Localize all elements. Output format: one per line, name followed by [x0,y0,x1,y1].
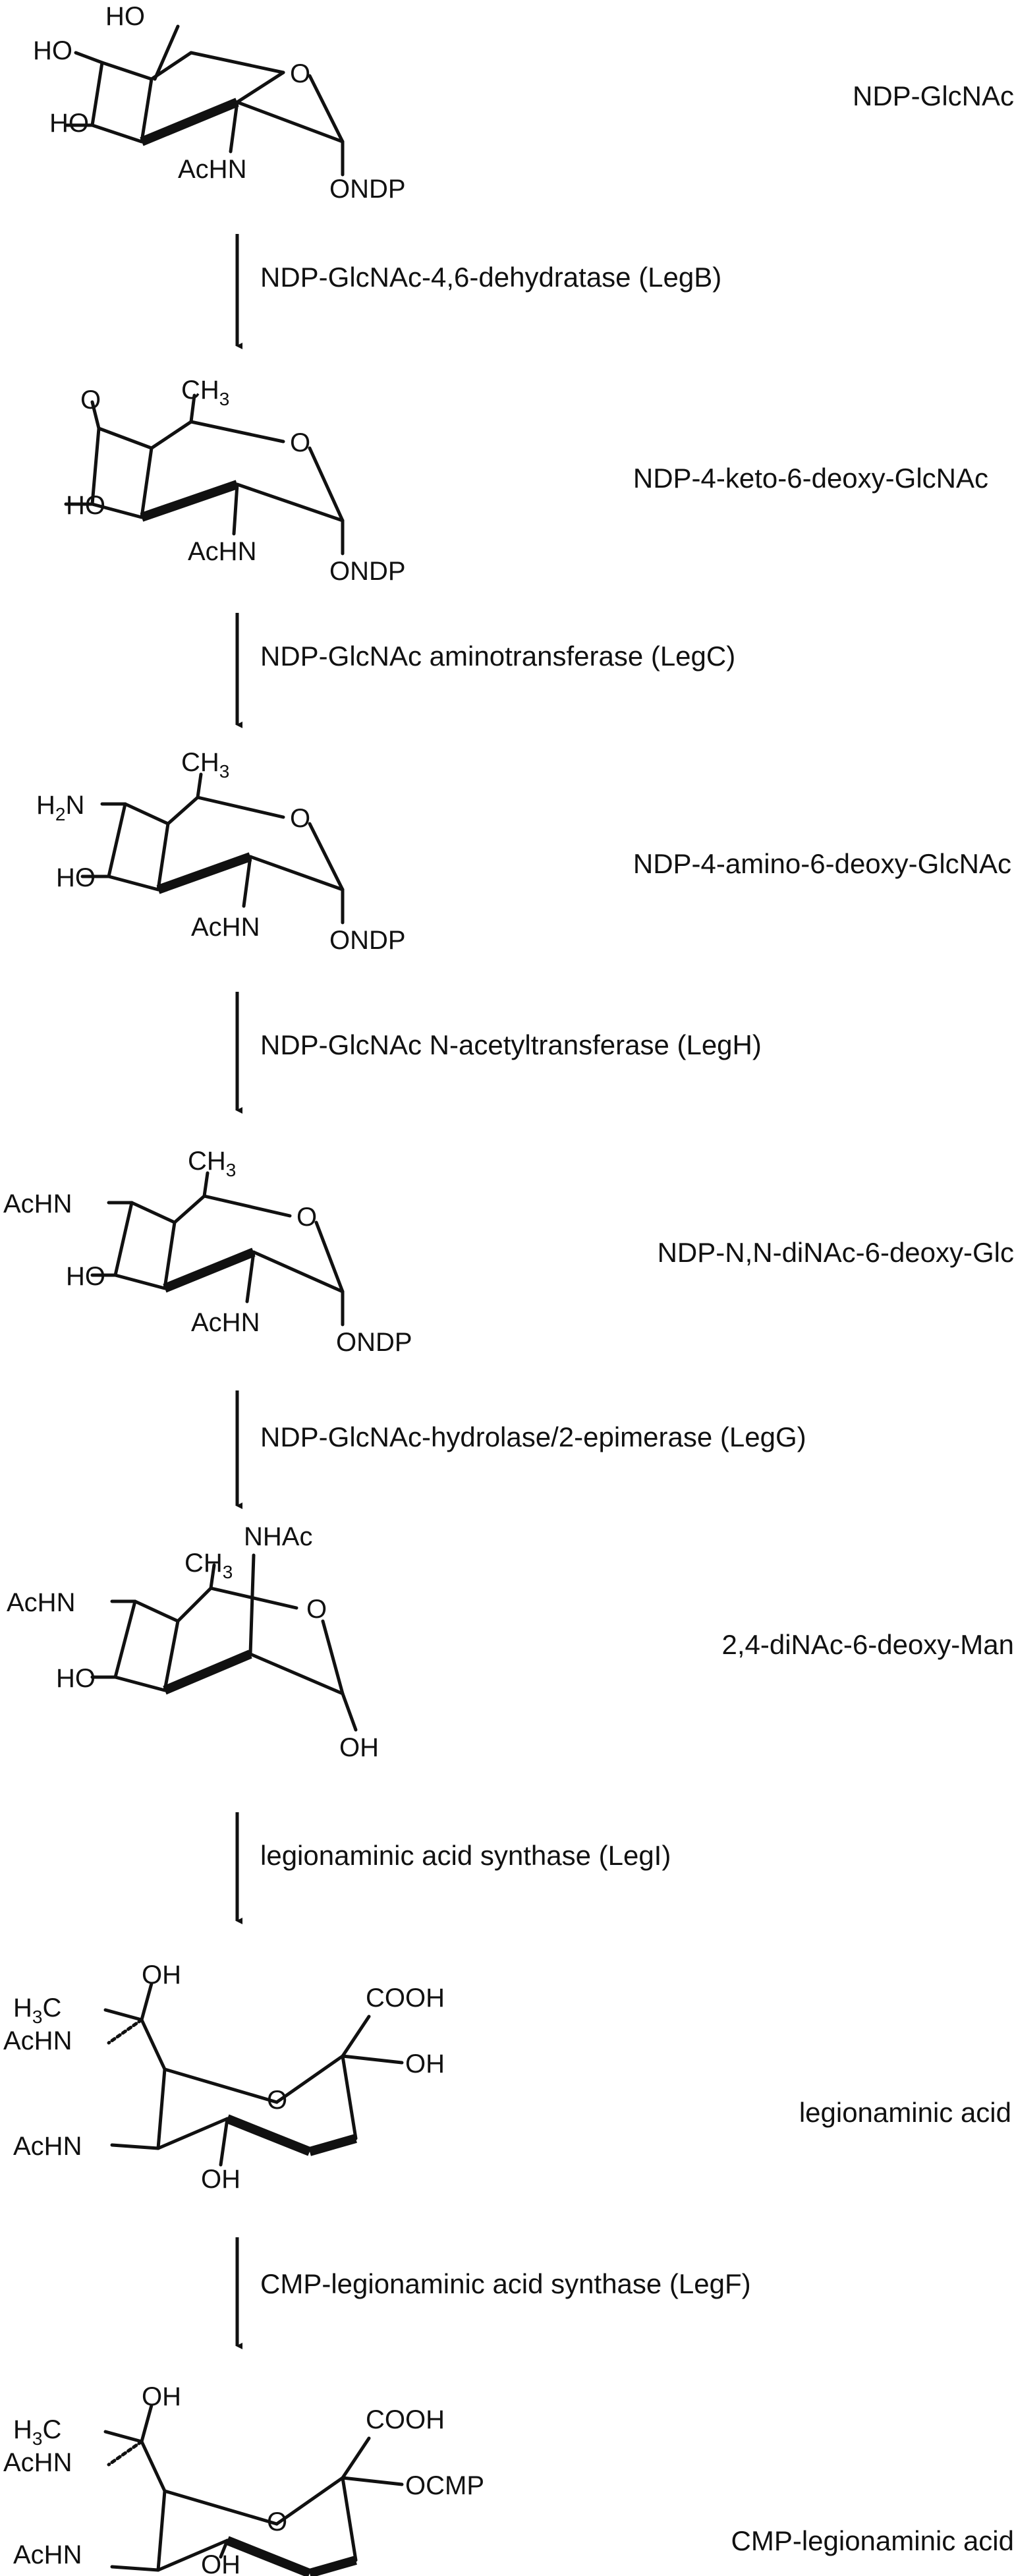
subscript-label: 3 [226,1160,237,1180]
reaction-arrow: NDP-GlcNAc-hydrolase/2-epimerase (LegG) [235,1390,806,1509]
ring-oxygen-label: O [267,2507,287,2536]
atom-label: OH [142,1961,181,1989]
atom-label: AcHN [13,2540,82,2569]
atom-label-ch: CH [181,748,219,777]
atom-label-n: N [65,791,84,820]
atom-label: OH [142,2382,181,2411]
atom-label: H2N [36,791,84,824]
atom-label-h: H [36,791,55,820]
reaction-arrow: NDP-GlcNAc N-acetyltransferase (LegH) [235,992,762,1114]
compound-name-2-4-dinac-6-deoxy-man: 2,4-diNAc-6-deoxy-Man [721,1629,1014,1660]
atom-label-c: C [42,2415,61,2444]
atom-label: NHAc [244,1522,312,1551]
atom-label-c: C [42,1993,61,2022]
atom-label-ch: CH [181,376,219,405]
atom-label: AcHN [13,2132,82,2161]
atom-label: ONDP [329,175,406,204]
structure-ndp-4-amino-6-deoxy-glcnac: CH3 H2N HO AcHN ONDP O NDP-4-amino-6-deo… [36,748,1011,955]
ring-oxygen-label: O [267,2086,287,2115]
structure-2-4-dinac-6-deoxy-man: CH3 NHAc AcHN HO OH O 2,4-diNAc-6-deoxy-… [7,1522,1014,1762]
subscript-label: 3 [32,2007,43,2027]
compound-name-ndp-nn-dinac-6-deoxy-glc: NDP-N,N-diNAc-6-deoxy-Glc [658,1237,1014,1268]
atom-label: COOH [366,2405,445,2434]
structure-cmp-legionaminic-acid: OH H3C AcHN AcHN OH COOH OCMP O CMP-legi… [3,2382,1014,2576]
ring-oxygen-label: O [296,1203,317,1232]
atom-label: HO [66,491,105,520]
atom-label: CH3 [184,1549,233,1582]
atom-label: OH [339,1733,379,1762]
atom-label: OH [201,2550,240,2576]
atom-label: AcHN [7,1588,75,1617]
structure-ndp-nn-dinac-6-deoxy-glc: CH3 AcHN HO AcHN ONDP O NDP-N,N-diNAc-6-… [3,1147,1014,1357]
atom-label: H3C [13,2415,61,2449]
reaction-arrow: CMP-legionaminic acid synthase (LegF) [235,2237,751,2349]
atom-label: COOH [366,1984,445,2013]
atom-label: CH3 [188,1147,236,1180]
compound-name-cmp-legionaminic-acid: CMP-legionaminic acid [731,2525,1014,2556]
subscript-label: 3 [32,2428,43,2449]
reaction-arrow: NDP-GlcNAc-4,6-dehydratase (LegB) [235,234,721,349]
atom-label-h: H [13,1993,32,2022]
atom-label-ch: CH [184,1549,223,1578]
atom-label: HO [33,36,72,65]
atom-label: HO [56,1664,96,1693]
atom-label: HO [56,863,96,892]
atom-label: ONDP [329,557,406,586]
atom-label: H3C [13,1993,61,2027]
enzyme-label-legh: NDP-GlcNAc N-acetyltransferase (LegH) [260,1029,762,1060]
atom-label: AcHN [3,2448,72,2477]
atom-label: HO [49,109,89,138]
ring-oxygen-label: O [290,428,310,457]
atom-label: CH3 [181,748,229,782]
atom-label-h: H [13,2415,32,2444]
atom-label: AcHN [191,1308,260,1337]
enzyme-label-legb: NDP-GlcNAc-4,6-dehydratase (LegB) [260,262,721,293]
subscript-label: 3 [219,389,230,409]
atom-label-ch: CH [188,1147,226,1176]
structure-legionaminic-acid: OH H3C AcHN AcHN OH COOH OH O legionamin… [3,1961,1011,2194]
structure-ndp-4-keto-6-deoxy-glcnac: CH3 O HO AcHN ONDP O NDP-4-keto-6-deoxy-… [64,376,988,586]
ring-oxygen-label: O [290,804,310,833]
atom-label: OH [405,2049,445,2078]
atom-label: AcHN [3,2026,72,2055]
atom-label: AcHN [178,155,246,184]
ring-oxygen-label: O [290,59,310,88]
enzyme-label-legf: CMP-legionaminic acid synthase (LegF) [260,2268,751,2299]
atom-label: ONDP [329,926,406,955]
subscript-label: 2 [55,804,66,824]
reaction-arrow: NDP-GlcNAc aminotransferase (LegC) [235,613,735,728]
compound-name-legionaminic-acid: legionaminic acid [799,2097,1011,2128]
atom-label: HO [66,1262,105,1291]
atom-label: AcHN [191,913,260,942]
atom-label: AcHN [3,1189,72,1218]
enzyme-label-legg: NDP-GlcNAc-hydrolase/2-epimerase (LegG) [260,1421,806,1452]
structure-ndp-glcnac: HO HO HO AcHN ONDP O NDP-GlcNAc [33,2,1014,204]
atom-label: ONDP [336,1328,412,1357]
subscript-label: 3 [223,1562,233,1582]
compound-name-ndp-glcnac: NDP-GlcNAc [853,80,1014,111]
ring-oxygen-label: O [306,1595,327,1624]
compound-name-ndp-4-amino-6-deoxy-glcnac: NDP-4-amino-6-deoxy-GlcNAc [633,848,1011,879]
atom-label: CH3 [181,376,229,409]
atom-label: OCMP [405,2471,484,2500]
enzyme-label-legi: legionaminic acid synthase (LegI) [260,1840,671,1871]
subscript-label: 3 [219,761,230,782]
atom-label: HO [105,2,145,31]
reaction-arrow: legionaminic acid synthase (LegI) [235,1812,671,1924]
atom-label: AcHN [188,537,256,566]
atom-label: OH [201,2165,240,2194]
enzyme-label-legc: NDP-GlcNAc aminotransferase (LegC) [260,641,735,672]
compound-name-ndp-4-keto-6-deoxy-glcnac: NDP-4-keto-6-deoxy-GlcNAc [633,463,988,494]
atom-label: O [80,386,101,415]
